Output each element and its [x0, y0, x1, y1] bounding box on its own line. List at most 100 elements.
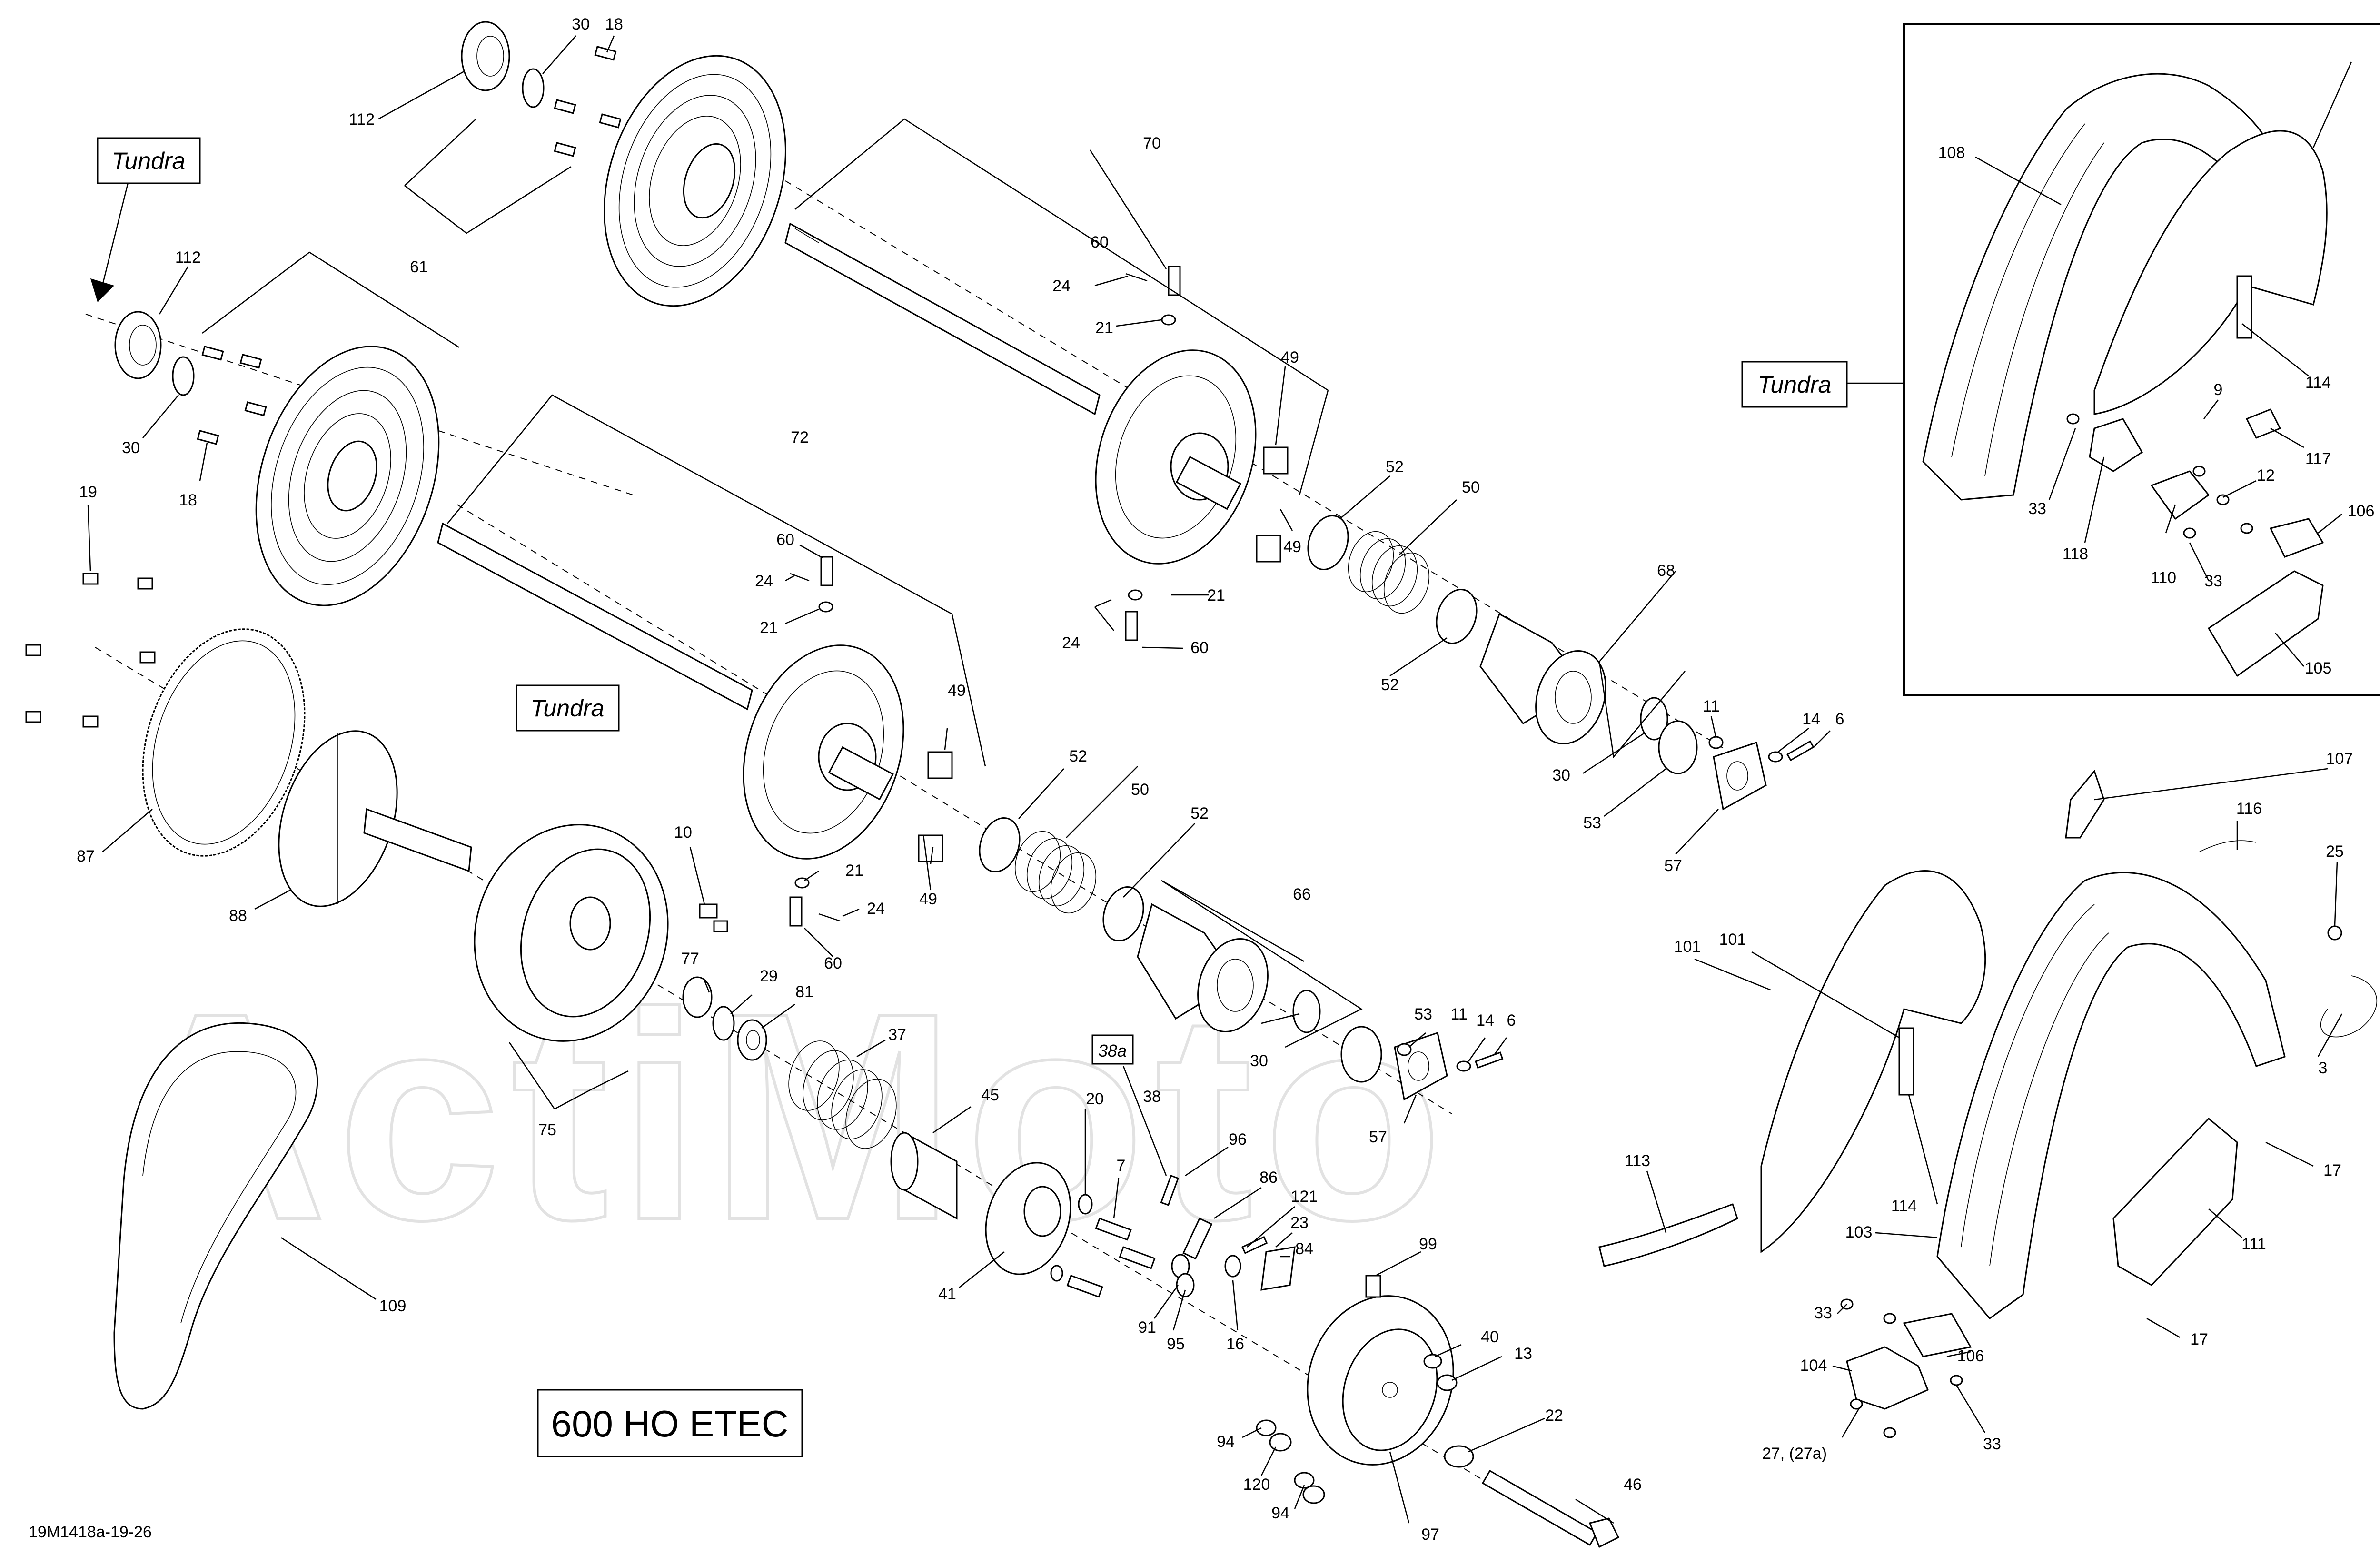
shim-53-b	[1340, 1026, 1382, 1083]
callout-11: 11	[1450, 1005, 1467, 1023]
callout-94: 94	[1217, 1433, 1235, 1451]
callout-50: 50	[1131, 781, 1149, 799]
callout-61: 61	[410, 258, 428, 276]
callout-20: 20	[1086, 1090, 1104, 1108]
callout-52: 52	[1190, 804, 1209, 822]
brackets-104-106	[1840, 1298, 1972, 1438]
ref-38a-box	[1091, 1034, 1134, 1065]
model-box	[537, 1389, 803, 1457]
callout-21: 21	[1207, 586, 1225, 604]
callout-19: 19	[79, 483, 97, 501]
callout-96: 96	[1229, 1130, 1247, 1149]
callout-120: 120	[1243, 1476, 1270, 1494]
callout-23: 23	[1290, 1214, 1309, 1232]
washer-81	[737, 1019, 767, 1061]
shim-53-a	[1658, 720, 1698, 774]
cam-68	[1479, 613, 1606, 745]
callout-30: 30	[572, 15, 590, 33]
callout-91: 91	[1138, 1318, 1156, 1337]
ring-30-c	[1640, 697, 1668, 741]
callout-60: 60	[1091, 233, 1109, 251]
callout-110: 110	[2151, 569, 2176, 587]
callout-17: 17	[2323, 1161, 2341, 1179]
axis-upper-shaft	[785, 180, 1762, 772]
callout-101: 101	[1674, 938, 1701, 956]
drawing-reference: 19M1418a-19-26	[29, 1523, 152, 1541]
callout-24: 24	[1062, 634, 1080, 652]
callout-70: 70	[1143, 134, 1161, 152]
callout-21: 21	[845, 862, 863, 880]
callout-111: 111	[2241, 1235, 2266, 1253]
callout-45: 45	[981, 1086, 999, 1104]
spring-50-a	[1348, 531, 1430, 614]
bushing-45	[890, 1131, 958, 1220]
nuts-94-120	[1256, 1419, 1325, 1504]
callout-57: 57	[1664, 857, 1682, 875]
bolts-18-lower	[197, 346, 267, 445]
screws-19	[25, 573, 156, 728]
callout-12: 12	[2257, 466, 2275, 485]
callout-118: 118	[2063, 545, 2088, 563]
callout-121: 121	[1291, 1188, 1318, 1206]
callout-6: 6	[1507, 1011, 1516, 1030]
fasteners-11-14-6-b	[1397, 1043, 1504, 1072]
guard-101-lower	[1760, 870, 1986, 1253]
callout-52: 52	[1069, 747, 1087, 765]
callout-7: 7	[1117, 1157, 1126, 1175]
ring-52-b	[1436, 588, 1478, 644]
callout-16: 16	[1226, 1335, 1244, 1353]
belt-109	[113, 1022, 318, 1410]
callout-24: 24	[755, 572, 773, 590]
callout-57: 57	[1369, 1128, 1387, 1146]
ring-gear-87	[142, 628, 306, 857]
callout-97: 97	[1421, 1525, 1439, 1544]
tundra-box-top-left	[97, 137, 201, 184]
callout-24: 24	[1052, 277, 1071, 295]
strip-114-lower	[1898, 1027, 1914, 1096]
callout-40: 40	[1481, 1328, 1499, 1346]
inset-hardware	[2066, 408, 2324, 677]
callout-60: 60	[776, 531, 794, 549]
callout-21: 21	[760, 619, 778, 637]
spider-41	[985, 1162, 1071, 1275]
callout-84: 84	[1295, 1240, 1313, 1258]
callout-75: 75	[538, 1121, 556, 1139]
seal-112-lower	[114, 311, 162, 379]
tundra-arrow-line	[101, 180, 129, 286]
fixed-half-88	[278, 730, 472, 907]
callout-60: 60	[824, 954, 842, 972]
callout-17: 17	[2190, 1330, 2208, 1348]
callout-10: 10	[674, 823, 692, 842]
callout-41: 41	[938, 1285, 956, 1303]
callout-11: 11	[1703, 697, 1719, 715]
middle-fixed-half	[743, 644, 904, 860]
callout-94: 94	[1271, 1504, 1289, 1522]
callout-60: 60	[1190, 639, 1209, 657]
callout-113: 113	[1625, 1152, 1650, 1170]
model-label: 600 HO ETEC	[551, 1403, 789, 1445]
middle-sliding-half	[255, 346, 440, 606]
callout-88: 88	[229, 907, 247, 925]
tundra-arrow-head	[90, 278, 114, 302]
ring-30-upper	[522, 68, 545, 108]
callout-105: 105	[2305, 659, 2332, 677]
callout-77: 77	[681, 950, 699, 968]
callout-21: 21	[1095, 319, 1113, 337]
callout-33: 33	[2028, 500, 2046, 518]
spring-3-clip-25	[2320, 925, 2377, 1038]
callout-104: 104	[1800, 1357, 1827, 1375]
callout-72: 72	[791, 428, 809, 446]
callout-52: 52	[1381, 676, 1399, 694]
callout-38: 38	[1143, 1088, 1161, 1106]
callout-108: 108	[1938, 144, 1965, 162]
callout-106: 106	[2348, 502, 2375, 520]
callout-86: 86	[1259, 1169, 1278, 1187]
callout-37: 37	[888, 1026, 906, 1044]
upper-shaft-70	[784, 222, 1101, 416]
spring-37	[788, 1040, 897, 1149]
callout-18: 18	[605, 15, 623, 33]
ring-52-d	[1102, 886, 1144, 942]
bolt-10	[699, 903, 728, 932]
callout-labels: 30 18 112 112 61 30 18 19 70 60 24 21 49…	[77, 15, 2374, 1544]
callout-22: 22	[1545, 1406, 1563, 1425]
